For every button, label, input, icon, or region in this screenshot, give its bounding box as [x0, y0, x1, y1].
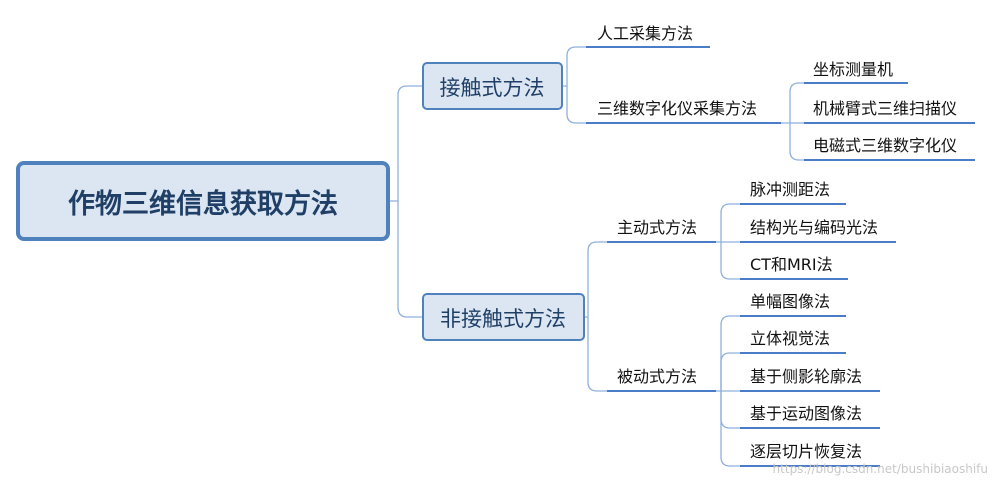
subnode-label-digitizer: 三维数字化仪采集方法	[597, 99, 757, 118]
connector-root-noncontact	[397, 201, 422, 318]
leaf-label: 单幅图像法	[750, 292, 830, 311]
connector-root-contact	[388, 85, 422, 202]
leaf-passive-2[interactable]: 立体视觉法	[740, 329, 846, 354]
subnode-label-passive: 被动式方法	[617, 367, 697, 386]
connector-noncontact-active	[584, 241, 607, 318]
leaf-passive-3[interactable]: 基于侧影轮廓法	[740, 367, 880, 392]
leaf-label: 逐层切片恢复法	[750, 442, 862, 461]
leaf-active-1[interactable]: 脉冲测距法	[740, 180, 846, 205]
leaf-label: 电磁式三维数字化仪	[813, 136, 957, 155]
leaf-active-2[interactable]: 结构光与编码光法	[740, 218, 896, 243]
connector-passive-leaf2	[720, 352, 740, 391]
connector-noncontact-passive	[587, 317, 607, 392]
subnode-digitizer[interactable]: 三维数字化仪采集方法	[586, 99, 781, 124]
connector-active-leaf3	[720, 242, 740, 280]
branch-node-noncontact[interactable]: 非接触式方法	[422, 293, 585, 341]
connector-active-leaf1	[716, 203, 740, 243]
connector-contact-manual	[562, 46, 586, 87]
leaf-label: CT和MRI法	[750, 255, 833, 274]
leaf-label: 坐标测量机	[813, 60, 893, 79]
subnode-passive[interactable]: 被动式方法	[607, 367, 716, 392]
root-label: 作物三维信息获取方法	[68, 188, 338, 220]
connector-contact-digitizer	[566, 86, 586, 124]
leaf-digitizer-2[interactable]: 机械臂式三维扫描仪	[804, 99, 975, 124]
leaf-passive-1[interactable]: 单幅图像法	[740, 292, 846, 317]
leaf-label: 基于侧影轮廓法	[750, 367, 862, 386]
branch-label-contact: 接触式方法	[440, 76, 545, 100]
branch-node-contact[interactable]: 接触式方法	[422, 62, 563, 110]
leaf-digitizer-3[interactable]: 电磁式三维数字化仪	[804, 136, 975, 161]
connectors	[388, 46, 804, 467]
subnode-label-active: 主动式方法	[617, 218, 697, 237]
leaf-passive-4[interactable]: 基于运动图像法	[740, 404, 880, 429]
leaf-label: 脉冲测距法	[750, 180, 830, 199]
connector-passive-leaf1	[716, 315, 740, 392]
leaf-active-3[interactable]: CT和MRI法	[740, 255, 848, 280]
root-node[interactable]: 作物三维信息获取方法	[16, 161, 390, 241]
leaf-label: 立体视觉法	[750, 329, 830, 348]
leaf-passive-5[interactable]: 逐层切片恢复法	[740, 442, 880, 467]
branch-label-noncontact: 非接触式方法	[440, 307, 566, 331]
connector-digitizer-leaf1	[781, 82, 804, 124]
leaf-label: 结构光与编码光法	[750, 218, 878, 237]
leaf-digitizer-1[interactable]: 坐标测量机	[804, 60, 908, 84]
connector-passive-leaf4	[720, 391, 740, 429]
watermark-text: https://blog.csdn.net/bushibiaoshifu	[772, 462, 988, 476]
leaf-label: 基于运动图像法	[750, 404, 862, 423]
connector-passive-leaf5	[720, 391, 740, 467]
connector-digitizer-leaf3	[789, 123, 804, 161]
subnode-manual[interactable]: 人工采集方法	[586, 24, 710, 48]
leaf-label: 机械臂式三维扫描仪	[813, 99, 957, 118]
subnode-active[interactable]: 主动式方法	[607, 218, 716, 243]
subnode-label-manual: 人工采集方法	[597, 24, 693, 43]
